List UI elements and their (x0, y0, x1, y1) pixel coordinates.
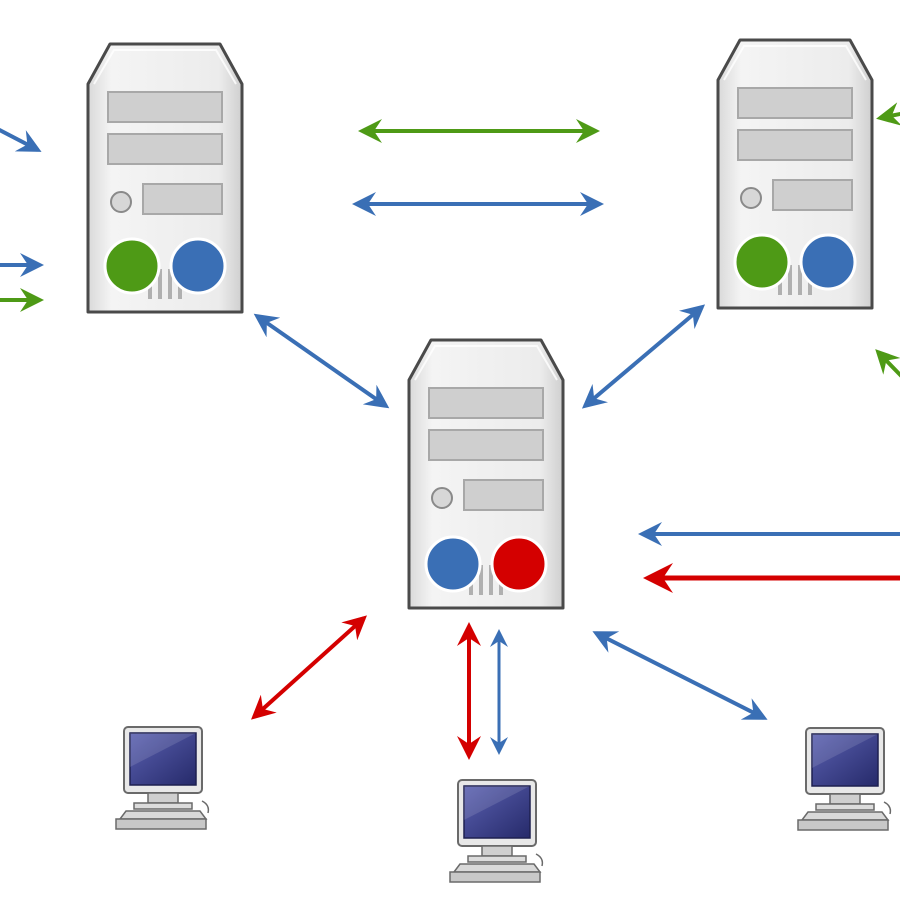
workstation-left (115, 726, 210, 830)
status-indicator-blue (424, 535, 482, 593)
status-indicator-blue (799, 233, 857, 291)
connection-arrow-red (251, 615, 367, 720)
connection-arrow-blue (0, 127, 42, 152)
computer-icon (449, 779, 544, 883)
connection-arrow-green (876, 102, 900, 126)
server-center (407, 338, 565, 610)
workstation-center (449, 779, 544, 883)
server-left (86, 42, 244, 314)
server-right (716, 38, 874, 310)
workstation-right (797, 727, 892, 831)
connection-arrow-blue (592, 631, 768, 720)
connection-arrow-green (875, 349, 900, 378)
computer-icon (797, 727, 892, 831)
computer-icon (115, 726, 210, 830)
connection-arrow-blue (581, 304, 706, 409)
connection-arrows (0, 102, 900, 760)
status-indicator-green (103, 237, 161, 295)
status-indicator-red (490, 535, 548, 593)
status-indicator-blue (169, 237, 227, 295)
connection-arrow-blue (253, 313, 390, 409)
status-indicator-green (733, 233, 791, 291)
